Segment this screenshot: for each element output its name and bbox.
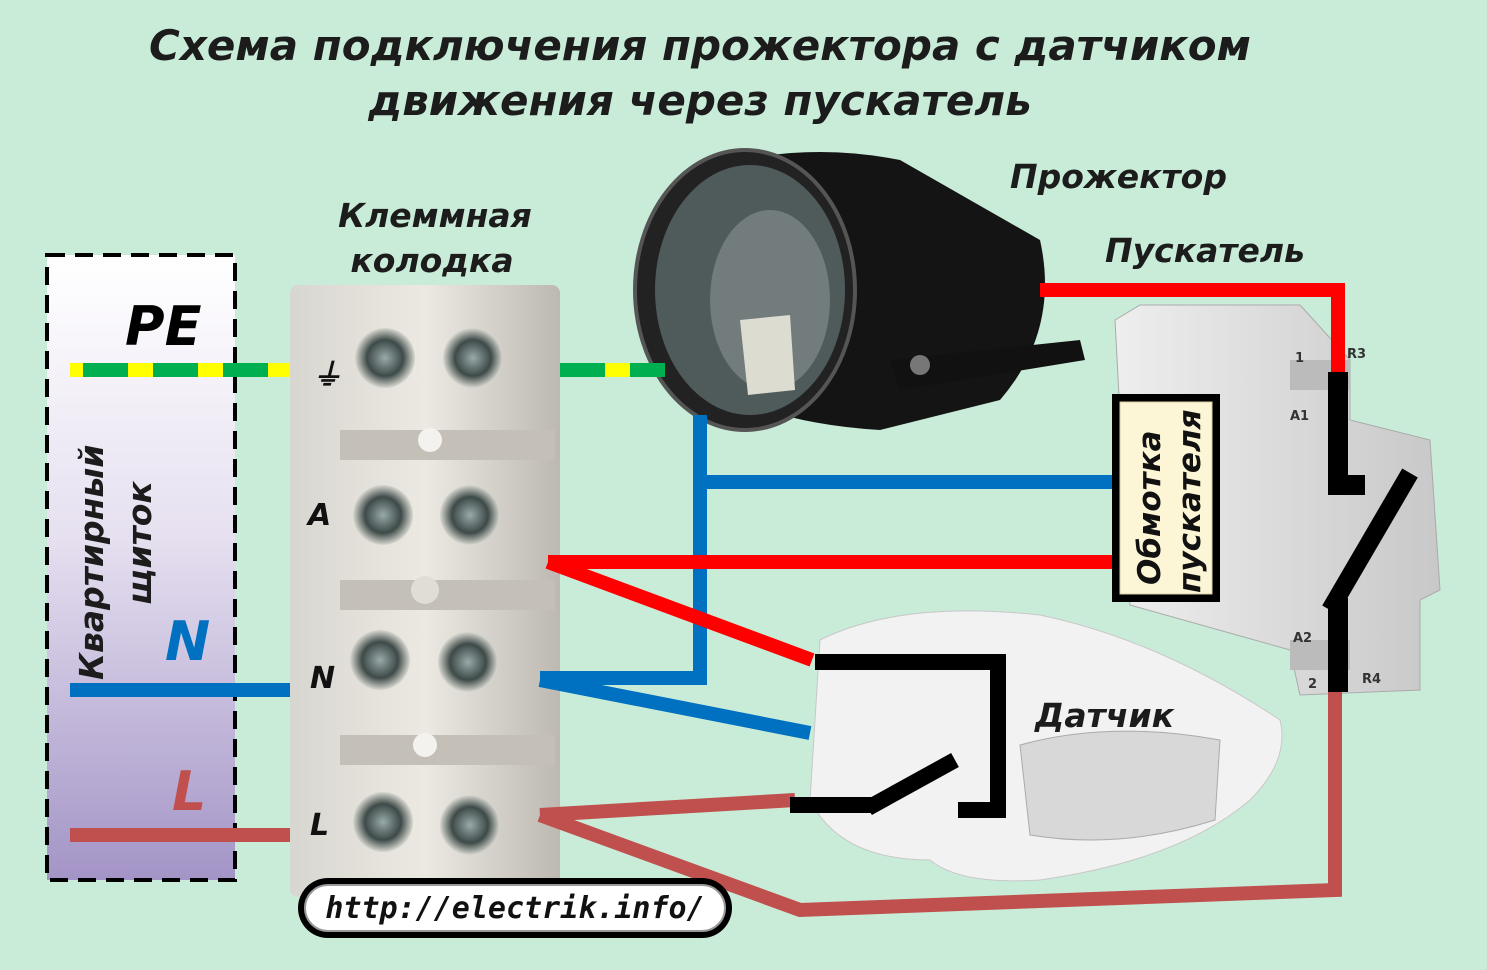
contactor-mark-a1: A1 bbox=[1290, 409, 1309, 424]
contactor-mark-a2: A2 bbox=[1293, 631, 1312, 646]
floodlight-label: Прожектор bbox=[1010, 157, 1227, 196]
terminal-n-label: N bbox=[310, 661, 335, 696]
l-wire-sensor bbox=[539, 793, 796, 822]
contactor-mark-1: 1 bbox=[1295, 351, 1304, 366]
a-wire-sensor bbox=[545, 555, 815, 667]
motion-sensor bbox=[809, 610, 1283, 882]
contactor-mark-r4: R4 bbox=[1362, 672, 1381, 687]
contactor-mark-2: 2 bbox=[1308, 677, 1317, 692]
coil-label-line-2: пускателя bbox=[1172, 409, 1208, 593]
l-wire-contactor bbox=[537, 692, 1342, 918]
source-url[interactable]: http://electrik.info/ bbox=[325, 891, 704, 926]
panel-label-line-2: щиток bbox=[120, 480, 159, 605]
coil-label-line-1: Обмотка bbox=[1132, 430, 1168, 585]
contactor-mark-r3: R3 bbox=[1347, 347, 1366, 362]
contactor-label: Пускатель bbox=[1105, 231, 1305, 270]
wires bbox=[70, 283, 1418, 918]
terminal-block: ⏚ A N L bbox=[290, 285, 560, 897]
n-wire-floodlight bbox=[540, 415, 707, 685]
terminal-l-label: L bbox=[310, 808, 329, 843]
pe-label: PE bbox=[125, 295, 202, 358]
title-line-1: Схема подключения прожектора с датчиком bbox=[149, 21, 1251, 70]
panel-label-line-1: Квартирный bbox=[72, 445, 111, 680]
terminal-block-label-line-1: Клеммная bbox=[338, 196, 532, 235]
ground-symbol: ⏚ bbox=[312, 358, 342, 393]
terminal-block-label-line-2: колодка bbox=[350, 241, 513, 280]
sensor-switch-contact bbox=[815, 654, 1006, 818]
floodlight-wire-contactor bbox=[1040, 283, 1345, 372]
title-line-2: движения через пускатель bbox=[367, 76, 1031, 125]
sensor-label: Датчик bbox=[1034, 696, 1176, 735]
terminal-a-label: A bbox=[306, 498, 331, 533]
screws bbox=[350, 328, 503, 855]
n-wire-sensor bbox=[538, 673, 812, 740]
coil-label-box: Обмотка пускателя bbox=[1112, 394, 1220, 602]
source-url-badge[interactable]: http://electrik.info/ bbox=[298, 878, 732, 938]
n-label: N bbox=[165, 610, 210, 673]
l-label: L bbox=[172, 760, 206, 823]
contactor-switch-contact bbox=[1328, 372, 1365, 495]
apartment-panel: PE N L Квартирный щиток bbox=[45, 253, 237, 882]
floodlight bbox=[633, 148, 1085, 432]
